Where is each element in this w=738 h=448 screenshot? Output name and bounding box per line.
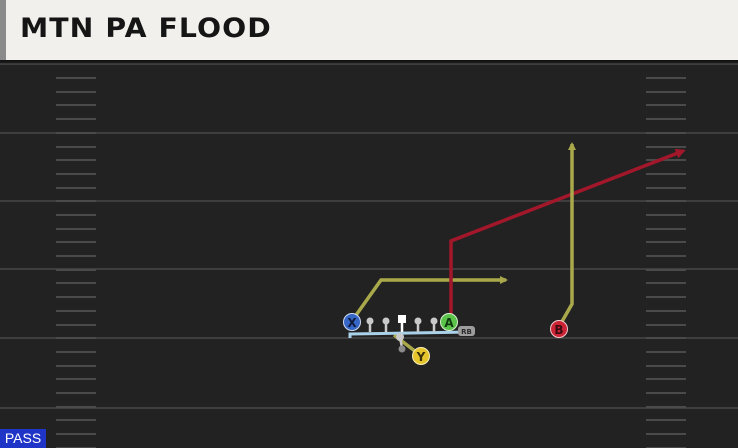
pass-protection [348,330,471,338]
play-title-bar: MTN PA FLOOD [0,0,738,60]
player-x-label: X [347,316,357,330]
player-x[interactable]: X [343,313,361,331]
title-shadow [0,60,738,64]
lineman [382,317,390,332]
player-y[interactable]: Y [412,347,430,365]
hash-marks-left [56,77,96,448]
hash-marks-right [646,77,686,448]
route-b [558,142,576,326]
player-a[interactable]: A [440,313,458,331]
quarterback [396,333,406,353]
route-x [352,276,508,320]
routes [352,142,686,357]
player-y-label: Y [416,350,426,364]
player-b[interactable]: B [550,320,568,338]
player-rb[interactable]: RB [458,326,475,336]
player-rb-label: RB [461,328,472,336]
play-title: MTN PA FLOOD [20,13,272,44]
offensive-line [366,315,438,332]
yard-lines [0,63,738,409]
play-type-badge: PASS [0,429,46,448]
lineman [414,317,422,332]
route-a [449,148,686,320]
protection-line [348,330,471,338]
player-b-label: B [554,323,563,337]
lineman [366,317,374,332]
center-lineman [398,315,406,332]
player-a-label: A [444,316,454,330]
lineman [430,317,438,332]
